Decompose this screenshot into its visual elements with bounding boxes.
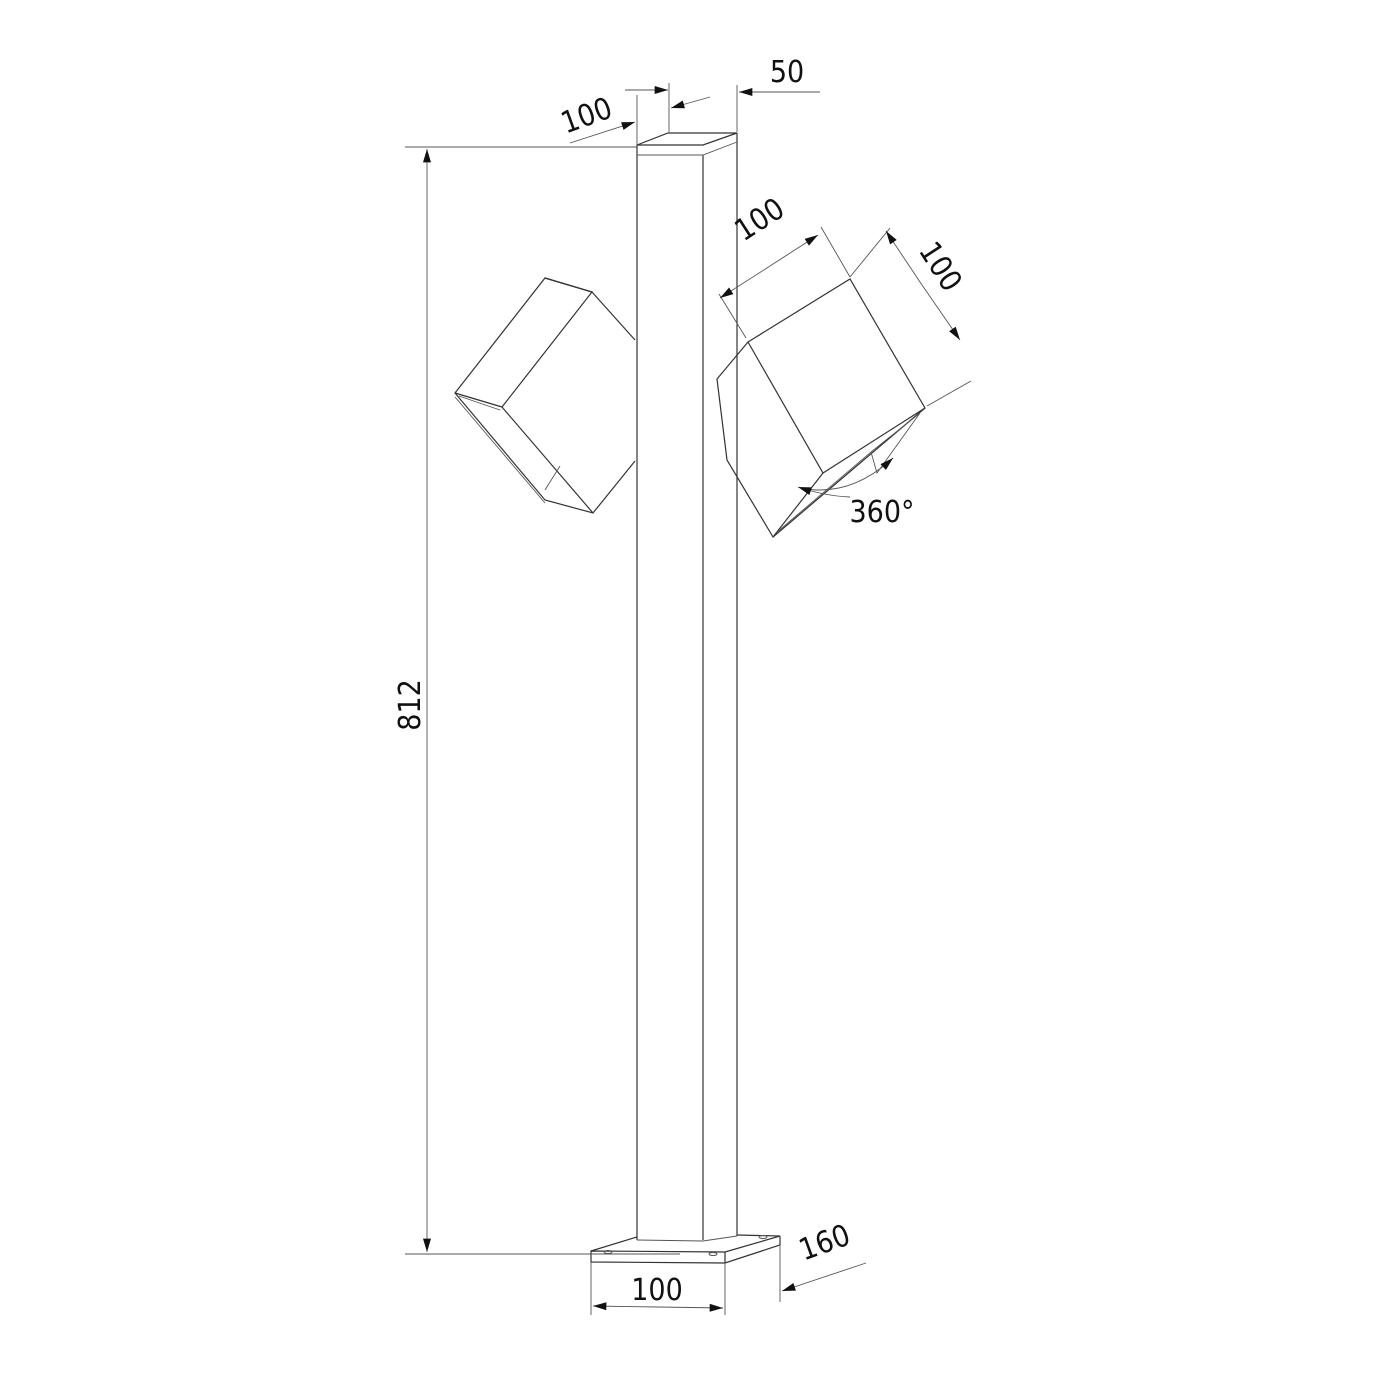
- right-lamp-head: [716, 278, 926, 539]
- rotation-indicator: 360°: [797, 457, 915, 530]
- dimension-label-pole-width: 50: [770, 55, 804, 90]
- dimension-base-depth: 160: [779, 1218, 867, 1302]
- dimension-pole-width: 50: [625, 55, 820, 132]
- dimension-top-depth: 100: [557, 91, 638, 145]
- dimension-height: 812: [393, 146, 680, 1255]
- dimension-head-width: 100: [718, 191, 851, 339]
- left-lamp-head: [454, 277, 636, 514]
- dimension-label-head-width: 100: [729, 191, 791, 248]
- base-plate: [590, 1234, 781, 1264]
- dimension-label-height: 812: [393, 679, 428, 731]
- dimension-head-depth: 100: [849, 227, 972, 407]
- pole: [636, 132, 738, 1240]
- dimension-base-width: 100: [590, 1262, 726, 1315]
- dimension-label-base-depth: 160: [795, 1218, 855, 1269]
- dimension-label-head-depth: 100: [911, 236, 968, 298]
- rotation-label: 360°: [850, 495, 915, 530]
- dimension-label-base-width: 100: [631, 1273, 683, 1308]
- dimension-label-top-depth: 100: [557, 91, 617, 142]
